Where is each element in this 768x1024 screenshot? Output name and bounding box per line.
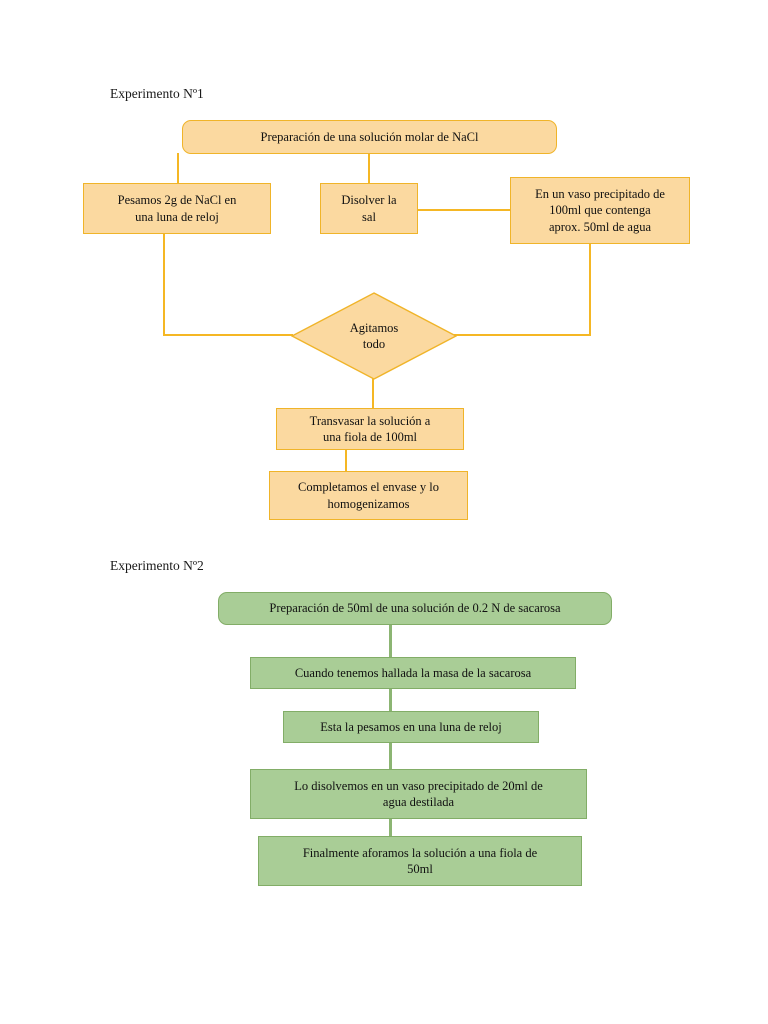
node-exp1-complete[interactable]: Completamos el envase y lo homogenizamos — [269, 471, 468, 520]
node-exp2-dissolve[interactable]: Lo disolvemos en un vaso precipitado de … — [250, 769, 587, 819]
node-exp2-mass-text: Cuando tenemos hallada la masa de la sac… — [294, 665, 532, 680]
node-exp2-weigh-text: Esta la pesamos en una luna de reloj — [320, 719, 502, 734]
connector-weigh-to-diamond — [163, 334, 293, 336]
node-exp1-transfer-text: Transvasar la solución a una fiola de 10… — [309, 413, 431, 445]
connector-beaker-to-diamond — [454, 334, 591, 336]
connector-beaker-down — [589, 243, 591, 335]
experiment-2-label: Experimento Nº2 — [110, 558, 204, 573]
connector-exp2-title-to-mass — [389, 624, 392, 657]
node-exp1-dissolve[interactable]: Disolver la sal — [320, 183, 418, 234]
connector-dissolve-to-beaker — [418, 209, 511, 211]
node-exp2-title-text: Preparación de 50ml de una solución de 0… — [269, 601, 561, 616]
node-exp2-final-text: Finalmente aforamos la solución a una fi… — [302, 845, 538, 877]
node-exp1-weigh[interactable]: Pesamos 2g de NaCl en una luna de reloj — [83, 183, 271, 234]
node-exp1-transfer[interactable]: Transvasar la solución a una fiola de 10… — [276, 408, 464, 450]
node-exp1-title-text: Preparación de una solución molar de NaC… — [260, 129, 479, 144]
connector-exp2-dissolve-to-final — [389, 819, 392, 836]
connector-title-to-weigh — [177, 153, 179, 183]
node-exp2-mass[interactable]: Cuando tenemos hallada la masa de la sac… — [250, 657, 576, 689]
node-exp1-beaker-text: En un vaso precipitado de 100ml que cont… — [535, 186, 665, 234]
node-exp2-title[interactable]: Preparación de 50ml de una solución de 0… — [218, 592, 612, 625]
connector-title-to-dissolve — [368, 153, 370, 183]
node-exp1-beaker[interactable]: En un vaso precipitado de 100ml que cont… — [510, 177, 690, 244]
node-exp1-stir-text: Agitamos todo — [349, 320, 399, 352]
connector-weigh-down — [163, 233, 165, 335]
node-exp1-complete-text: Completamos el envase y lo homogenizamos — [298, 480, 439, 511]
connector-exp2-weigh-to-dissolve — [389, 742, 392, 770]
connector-diamond-to-transfer — [372, 377, 374, 408]
node-exp2-weigh[interactable]: Esta la pesamos en una luna de reloj — [283, 711, 539, 743]
node-exp1-weigh-text: Pesamos 2g de NaCl en una luna de reloj — [117, 193, 237, 224]
diamond-shape-icon — [291, 292, 457, 380]
node-exp2-final[interactable]: Finalmente aforamos la solución a una fi… — [258, 836, 582, 886]
node-exp2-dissolve-text: Lo disolvemos en un vaso precipitado de … — [294, 778, 543, 810]
connector-exp2-mass-to-weigh — [389, 689, 392, 711]
node-exp1-title[interactable]: Preparación de una solución molar de NaC… — [182, 120, 557, 154]
experiment-1-label: Experimento Nº1 — [110, 86, 204, 101]
connector-transfer-to-complete — [345, 450, 347, 471]
node-exp1-stir-decision[interactable]: Agitamos todo — [291, 292, 457, 380]
node-exp1-dissolve-text: Disolver la sal — [341, 193, 397, 224]
